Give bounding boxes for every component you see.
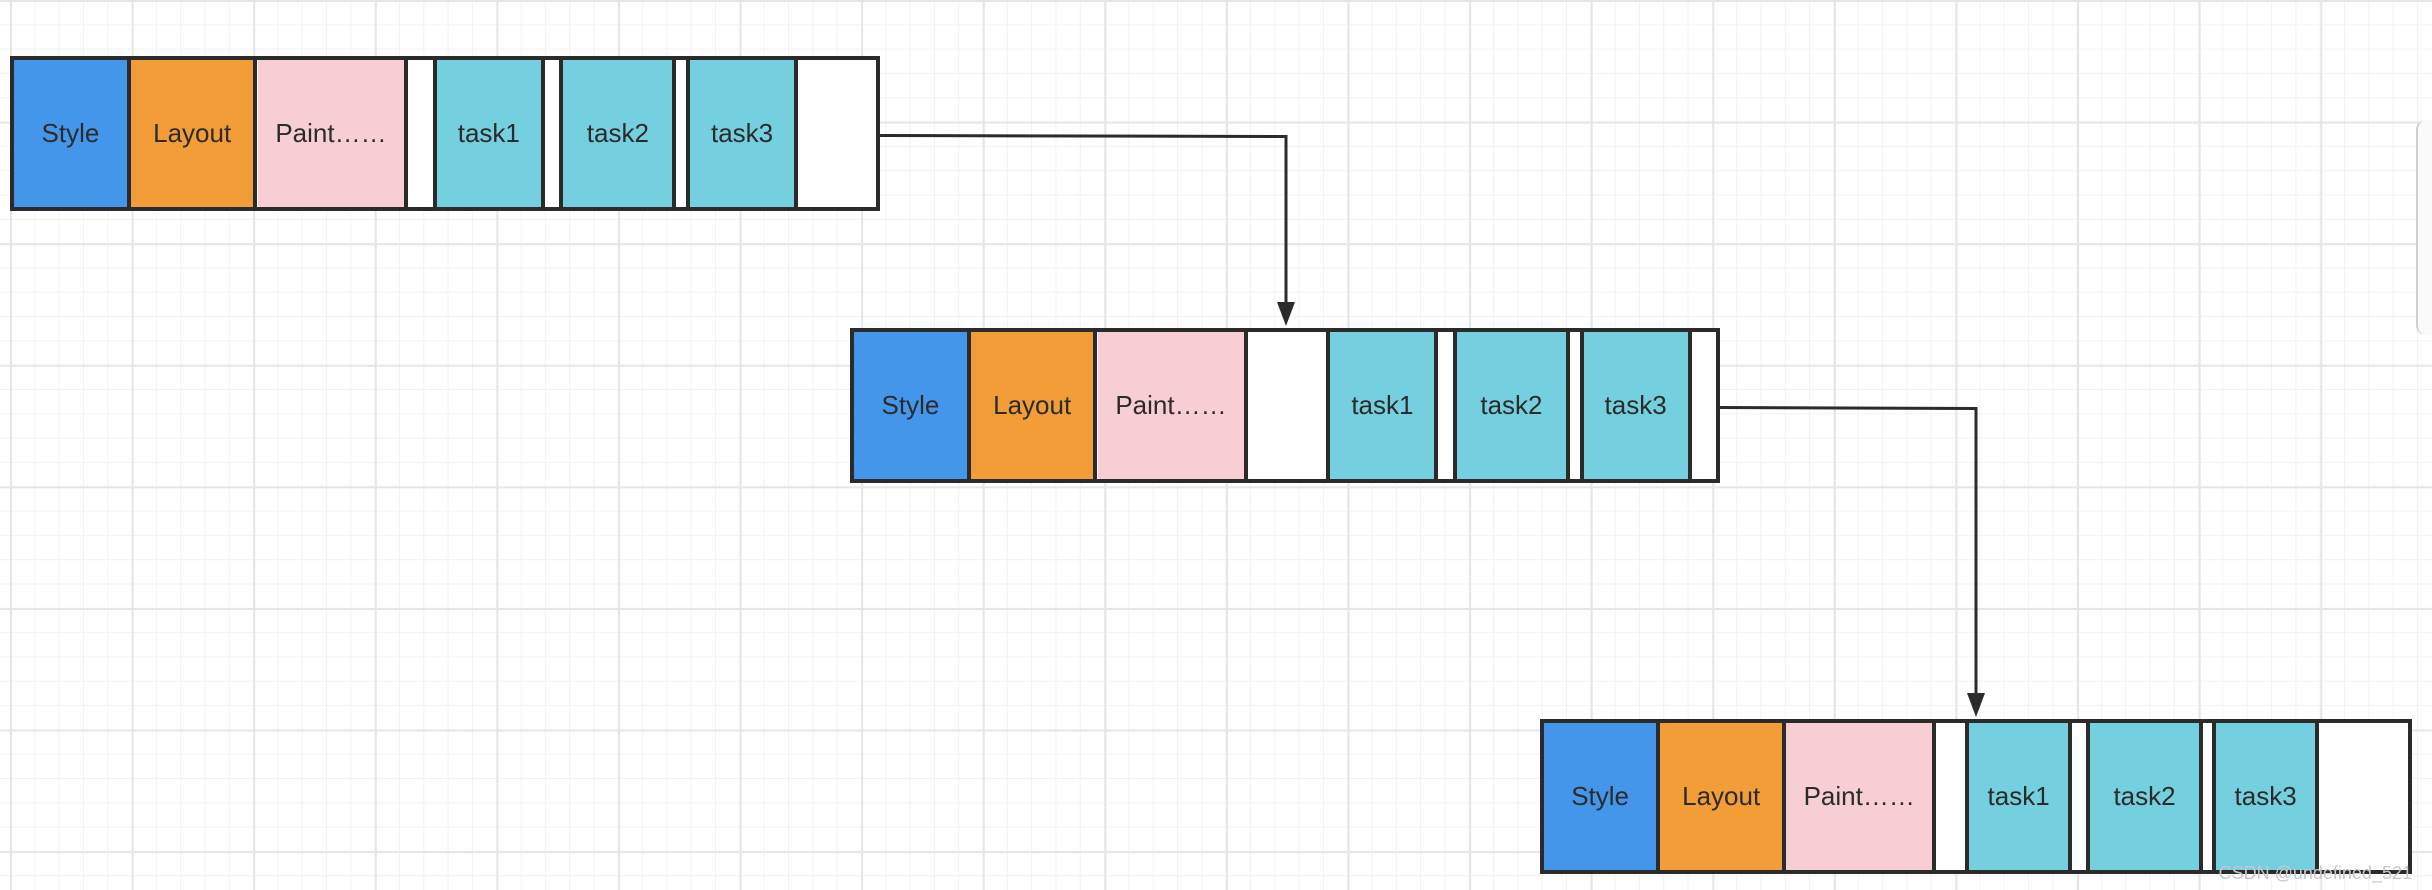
segment-layout: Layout	[1660, 723, 1787, 870]
idle-gap	[2202, 723, 2213, 870]
idle-gap	[2071, 723, 2087, 870]
idle-gap	[1936, 723, 1966, 870]
segment-task: task3	[2212, 723, 2319, 870]
segment-task: task1	[432, 60, 545, 207]
segment-task: task2	[559, 60, 677, 207]
arrowhead-icon	[1277, 302, 1295, 326]
idle-gap	[408, 60, 433, 207]
connector-line	[1719, 406, 1978, 695]
segment-paint: Paint……	[257, 60, 409, 207]
segment-task: task3	[1579, 332, 1692, 479]
panel-edge	[2416, 120, 2432, 335]
segment-style: Style	[14, 60, 131, 207]
idle-gap	[544, 60, 560, 207]
segment-task: task3	[686, 60, 799, 207]
idle-gap	[1691, 332, 1716, 479]
segment-task: task1	[1326, 332, 1439, 479]
idle-gap	[676, 60, 687, 207]
segment-style: Style	[854, 332, 971, 479]
connector-line	[879, 134, 1288, 304]
arrowhead-icon	[1967, 693, 1985, 717]
segment-paint: Paint……	[1097, 332, 1249, 479]
idle-gap	[1248, 332, 1327, 479]
idle-gap	[1438, 332, 1454, 479]
segment-style: Style	[1544, 723, 1661, 870]
segment-layout: Layout	[130, 60, 258, 207]
segment-task: task2	[2086, 723, 2203, 870]
watermark: CSDN @undefined_521	[2218, 863, 2412, 883]
idle-gap	[2318, 723, 2408, 870]
segment-paint: Paint……	[1786, 723, 1937, 870]
segment-layout: Layout	[970, 332, 1098, 479]
idle-gap	[798, 60, 876, 207]
segment-task: task2	[1453, 332, 1570, 479]
idle-gap	[1569, 332, 1580, 479]
segment-task: task1	[1965, 723, 2072, 870]
